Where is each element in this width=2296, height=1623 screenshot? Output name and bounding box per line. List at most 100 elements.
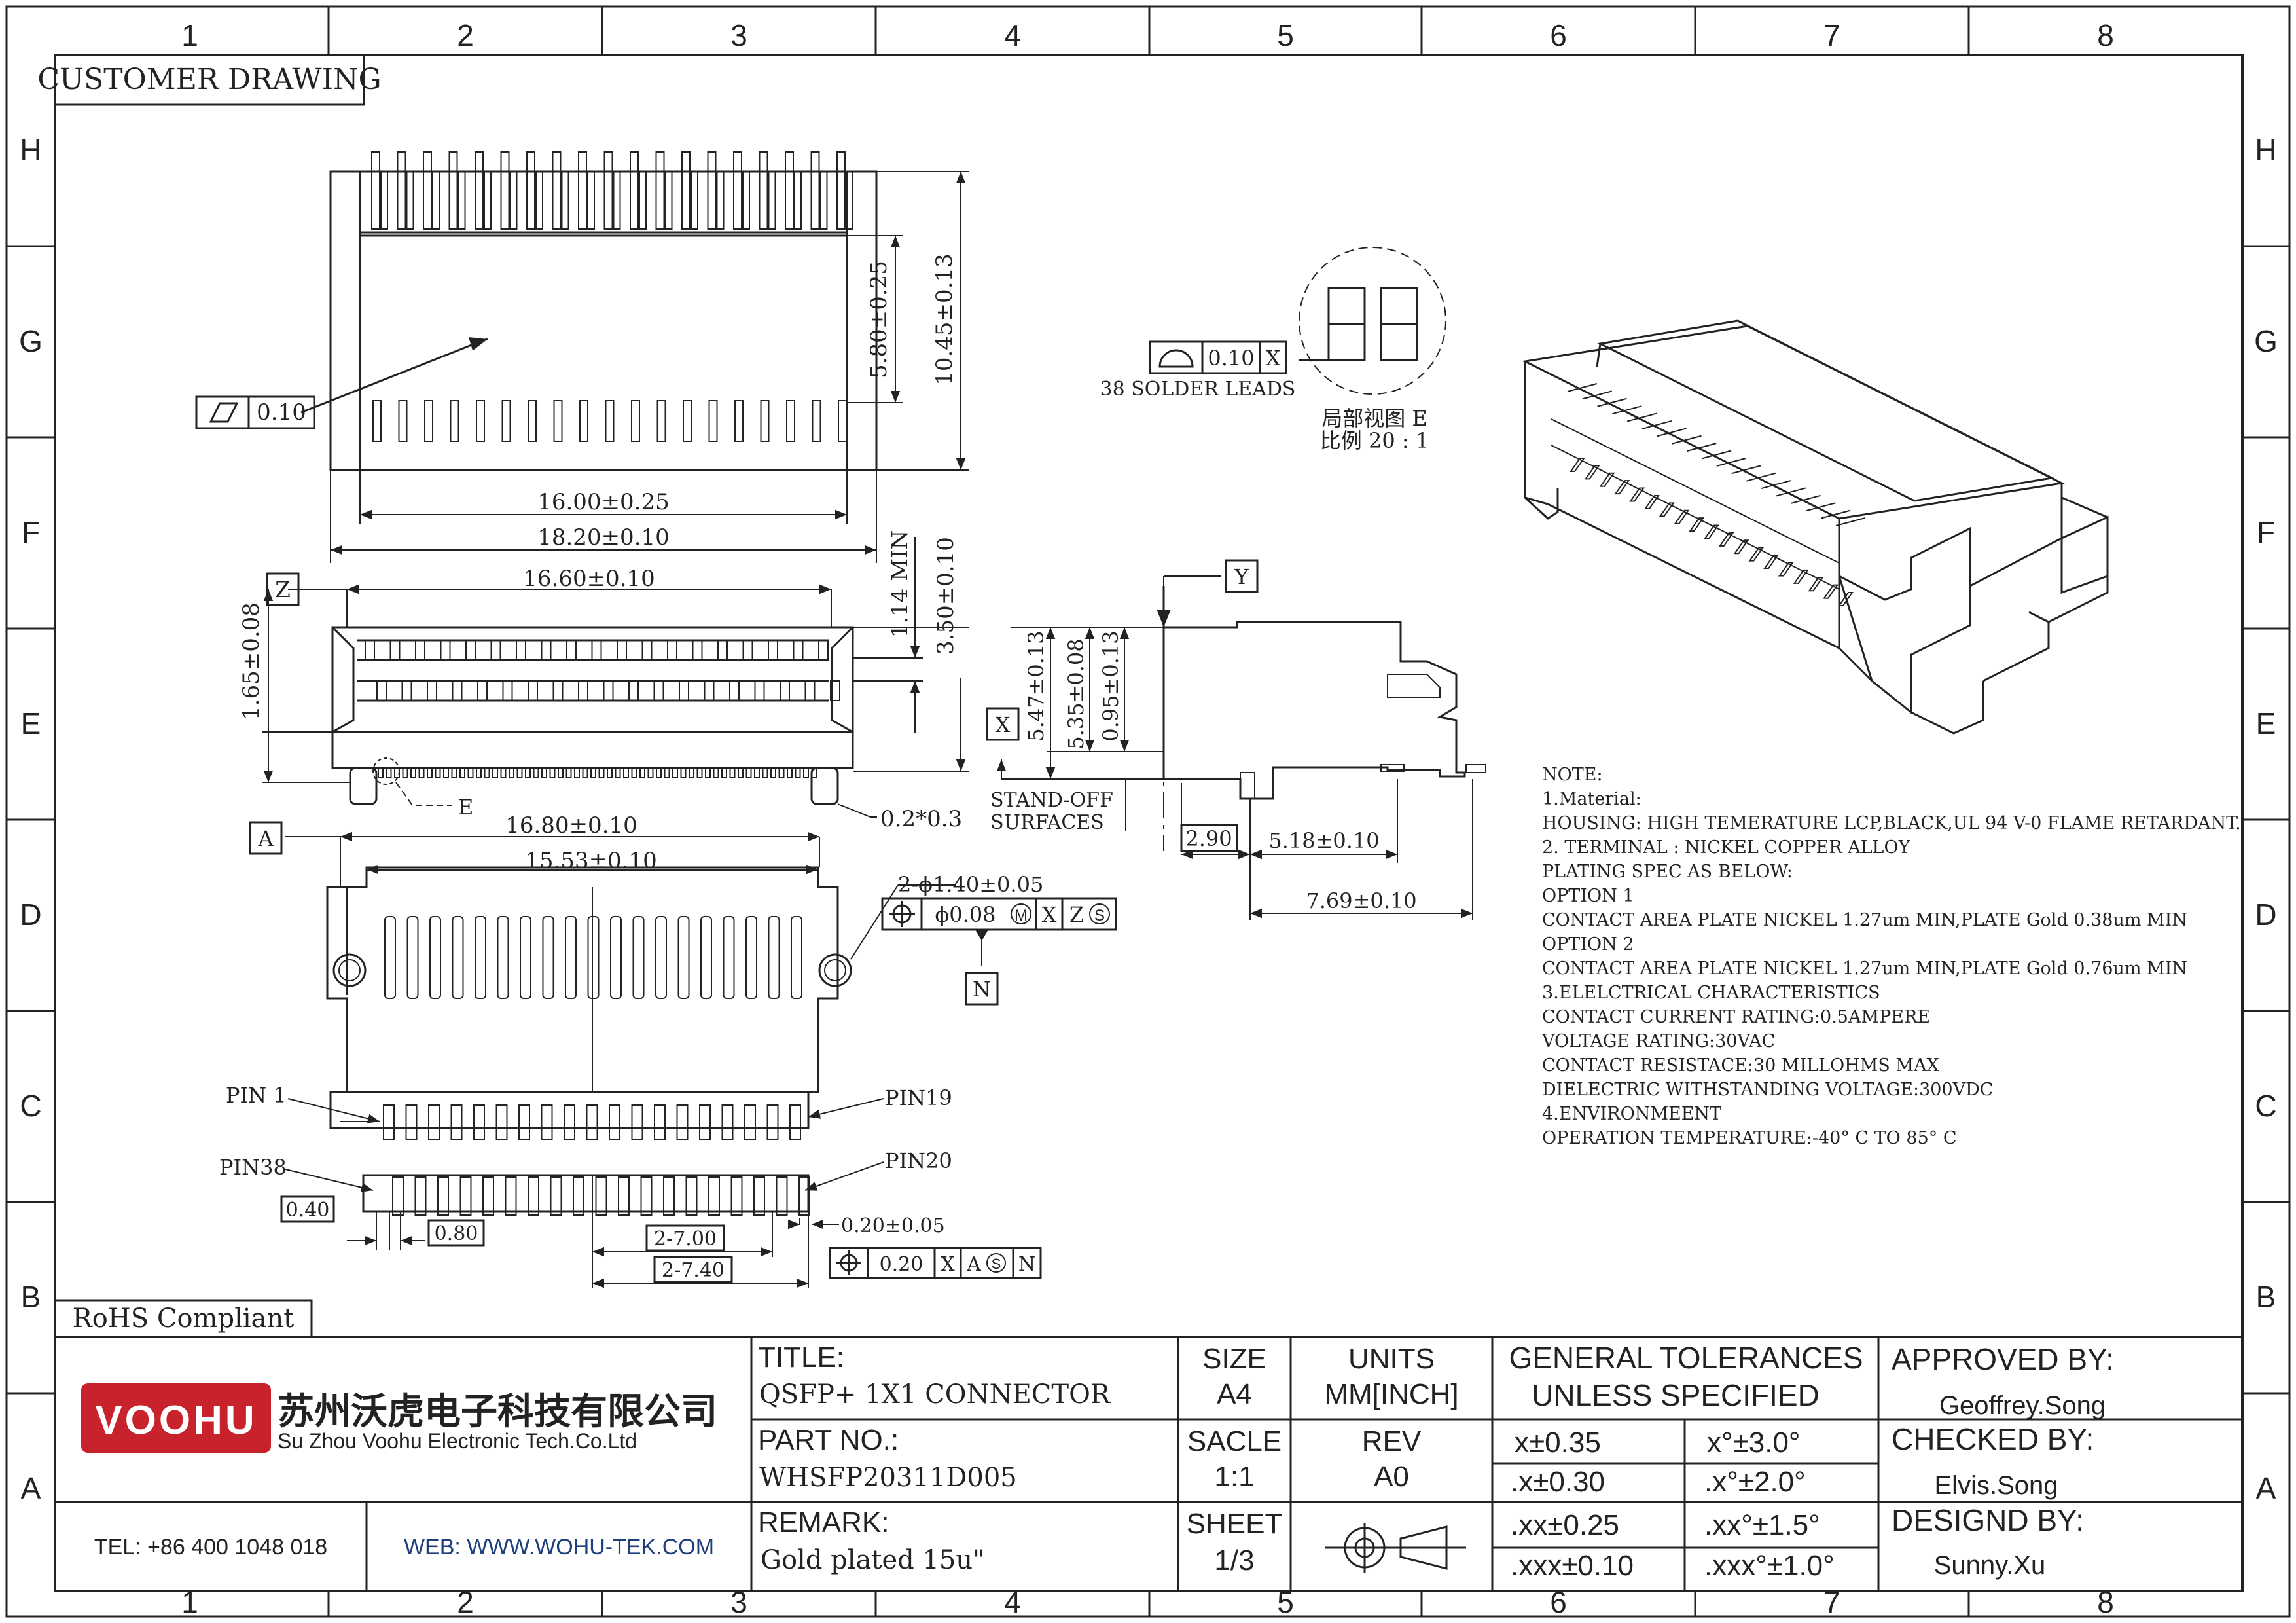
top-view-pin bbox=[681, 151, 691, 230]
top-view-pin bbox=[587, 171, 595, 230]
top-view-pin bbox=[579, 400, 588, 442]
row-label: D bbox=[2255, 898, 2276, 932]
col-label: 4 bbox=[1004, 18, 1021, 52]
bottom-view-pin bbox=[744, 1104, 756, 1140]
front-view-lead bbox=[705, 767, 711, 778]
top-view-pin bbox=[742, 171, 750, 230]
flatness-value-box bbox=[247, 395, 315, 429]
top-view-pin bbox=[457, 171, 466, 230]
front-view-contact bbox=[465, 640, 476, 661]
bottom-view-pin bbox=[640, 1176, 653, 1216]
bottom-view-slot bbox=[587, 916, 600, 999]
iso-contact bbox=[1657, 428, 1687, 437]
top-view-pin bbox=[656, 400, 666, 442]
front-view-lead bbox=[598, 767, 605, 778]
front-view-contact bbox=[502, 680, 513, 701]
note-line: CONTACT AREA PLATE NICKEL 1.27um MIN,PLA… bbox=[1542, 910, 2187, 930]
top-view-pin bbox=[786, 400, 795, 442]
dim-15-53: 15.53±0.10 bbox=[525, 848, 657, 874]
zone-row-labels: H G F E D C B A H G F E D C B A bbox=[19, 133, 2278, 1505]
dim-2-90-box bbox=[1180, 824, 1238, 852]
company-web[interactable]: WEB: WWW.WOHU-TEK.COM bbox=[404, 1535, 714, 1559]
top-view-pin bbox=[398, 400, 408, 442]
top-view-pin bbox=[552, 151, 562, 230]
front-view-contact bbox=[603, 680, 614, 701]
front-view-lead bbox=[516, 767, 523, 778]
profile-symbol-box bbox=[1149, 340, 1204, 374]
hole-datum-2: Z bbox=[1069, 902, 1084, 927]
front-view-lead bbox=[615, 767, 621, 778]
datum-z-box bbox=[266, 572, 300, 606]
front-view-lead bbox=[443, 767, 449, 778]
front-view-lead bbox=[623, 767, 629, 778]
datum-n-box bbox=[965, 972, 999, 1006]
bottom-view-pin bbox=[766, 1104, 779, 1140]
remark-label: REMARK: bbox=[758, 1506, 889, 1539]
iso-contact bbox=[1704, 524, 1719, 539]
front-view-lead bbox=[664, 767, 670, 778]
standoff-label-1: STAND-OFF bbox=[990, 789, 1113, 812]
pin19-label: PIN19 bbox=[885, 1085, 952, 1110]
design-value: Sunny.Xu bbox=[1934, 1551, 2046, 1580]
pin-pos-tolerance: 0.20 bbox=[880, 1253, 924, 1276]
tolerance-title-1: GENERAL TOLERANCES bbox=[1509, 1341, 1863, 1375]
bottom-view-pin bbox=[573, 1176, 584, 1216]
front-view-lead bbox=[541, 767, 547, 778]
front-view-lead bbox=[451, 767, 457, 778]
company-name-en: Su Zhou Voohu Electronic Tech.Co.Ltd bbox=[278, 1429, 637, 1453]
iso-contact bbox=[1748, 547, 1765, 562]
note-line: CONTACT RESISTACE:30 MILLOHMS MAX bbox=[1542, 1055, 1940, 1076]
top-view-pin bbox=[759, 151, 768, 230]
datum-x-box bbox=[986, 707, 1020, 741]
row-label: F bbox=[2257, 515, 2275, 549]
front-view-contact bbox=[617, 640, 627, 661]
tolerance-title-2: UNLESS SPECIFIED bbox=[1532, 1378, 1820, 1412]
rev-label: REV bbox=[1362, 1425, 1422, 1457]
datum-x: X bbox=[996, 712, 1011, 737]
iso-contact bbox=[1716, 457, 1747, 467]
front-view-contact bbox=[452, 680, 463, 701]
iso-contact bbox=[1672, 435, 1702, 445]
bottom-view-slot bbox=[542, 916, 554, 999]
front-view-lead bbox=[386, 767, 392, 778]
notes-block: NOTE: 1.Material: HOUSING: HIGH TEMERATU… bbox=[1541, 765, 2241, 1148]
title-label: TITLE: bbox=[758, 1341, 844, 1374]
front-view-lead bbox=[558, 767, 564, 778]
bottom-view-pin bbox=[541, 1104, 553, 1140]
bottom-view-slot bbox=[745, 916, 757, 999]
top-view-pin bbox=[794, 171, 802, 230]
front-view-contact bbox=[541, 640, 552, 661]
top-view-pin bbox=[526, 151, 535, 230]
bottom-view-slot bbox=[384, 916, 396, 999]
detail-ref: E bbox=[458, 795, 473, 820]
bottom-view bbox=[282, 831, 982, 1288]
top-view-pin bbox=[476, 400, 485, 442]
bottom-view-pin bbox=[550, 1176, 562, 1216]
front-view-contact bbox=[692, 640, 703, 661]
bottom-view-slot bbox=[632, 916, 645, 999]
note-line: PLATING SPEC AS BELOW: bbox=[1542, 862, 1793, 882]
sheet-label: SHEET bbox=[1187, 1508, 1283, 1540]
front-view-contact bbox=[641, 640, 653, 661]
col-label: 6 bbox=[1550, 18, 1567, 52]
front-view-contact bbox=[389, 640, 401, 661]
note-line: 3.ELELCTRICAL CHARACTERISTICS bbox=[1542, 983, 1880, 1003]
datum-a: A bbox=[257, 826, 274, 851]
top-view-pin bbox=[683, 400, 692, 442]
front-view-contact bbox=[427, 680, 437, 701]
col-label: 4 bbox=[1004, 1585, 1021, 1619]
top-view-pin bbox=[664, 171, 673, 230]
front-view-contact bbox=[780, 680, 790, 701]
bottom-view-pin bbox=[518, 1104, 530, 1140]
bottom-view-pin bbox=[586, 1104, 598, 1140]
front-view-contact bbox=[679, 680, 689, 701]
col-label: 1 bbox=[181, 1585, 198, 1619]
pin-pos-datum-2-modifier: S bbox=[992, 1256, 1001, 1272]
bottom-view-pin bbox=[663, 1176, 675, 1216]
note-line: DIELECTRIC WITHSTANDING VOLTAGE:300VDC bbox=[1542, 1080, 1993, 1100]
front-view-lead bbox=[402, 767, 408, 778]
col-label: 5 bbox=[1277, 18, 1294, 52]
bottom-view-pin bbox=[383, 1104, 395, 1140]
note-line: CONTACT CURRENT RATING:0.5AMPERE bbox=[1542, 1007, 1930, 1027]
top-view-pin bbox=[535, 171, 543, 230]
